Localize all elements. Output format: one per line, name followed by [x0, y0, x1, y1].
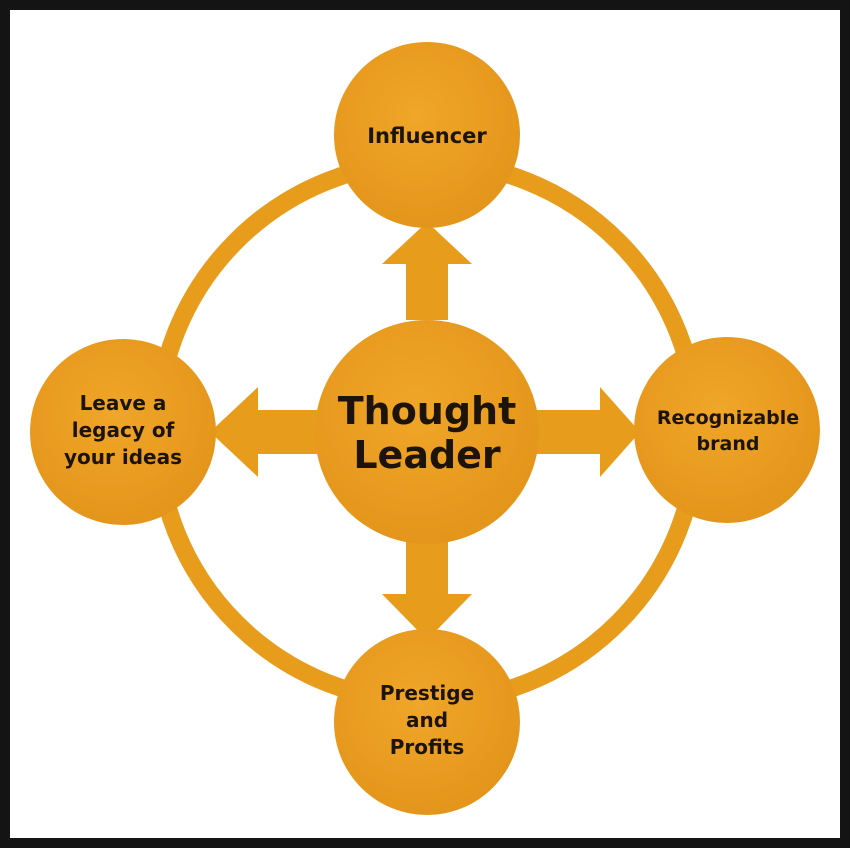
bottom-node-label-line1: Prestige [380, 681, 474, 705]
bottom-node-label-line2: and [406, 708, 448, 732]
left-node-label-line3: your ideas [64, 445, 182, 469]
center-label-line1: Thought [338, 389, 517, 433]
right-node-label-line1: Recognizable [657, 407, 799, 429]
arrow-right [535, 387, 640, 477]
node-bottom [334, 629, 520, 815]
left-node-label-line2: legacy of [72, 418, 175, 442]
arrow-down [382, 540, 472, 640]
node-center [315, 320, 539, 544]
left-node-label-line1: Leave a [80, 391, 167, 415]
arrow-left [210, 387, 318, 477]
right-node-label-line2: brand [697, 433, 760, 455]
top-node-label: Influencer [367, 124, 487, 148]
node-top [334, 42, 520, 228]
node-right [634, 337, 820, 523]
center-label-line2: Leader [353, 433, 501, 477]
node-left [30, 339, 216, 525]
arrow-up [382, 222, 472, 320]
bottom-node-label-line3: Profits [390, 735, 465, 759]
